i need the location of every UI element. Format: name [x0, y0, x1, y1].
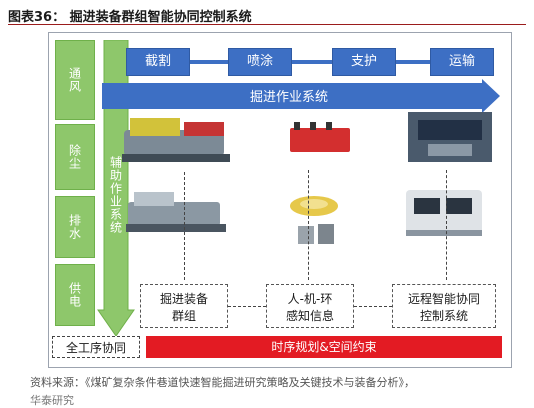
dash-link-2	[354, 306, 392, 307]
bottom-box-remote-control: 远程智能协同 控制系统	[392, 284, 496, 328]
top-box-cutting: 截割	[126, 48, 190, 76]
top-box-spraying: 喷涂	[228, 48, 292, 76]
top-box-transport: 运输	[430, 48, 494, 76]
left-box-drainage: 排水	[55, 196, 95, 258]
sensor-valve-image	[290, 122, 350, 152]
connector-2	[292, 60, 332, 64]
perception-line2: 感知信息	[285, 309, 334, 323]
connector-3	[396, 60, 430, 64]
main-system-label: 掘进作业系统	[250, 90, 329, 105]
main-system-arrow	[102, 79, 500, 113]
control-room-image	[408, 112, 492, 162]
motor-image	[298, 224, 334, 244]
connector-1	[190, 60, 228, 64]
bolter-image	[126, 192, 226, 232]
remote-control-line1: 远程智能协同	[407, 292, 480, 306]
source-line-1: 资料来源：《煤矿复杂条件巷道快速智能掘进研究策略及关键技术与装备分析》，	[30, 376, 415, 389]
equipment-group-line1: 掘进装备	[159, 292, 208, 306]
timing-constraint-bar: 时序规划&空间约束	[146, 336, 502, 358]
control-cabin-image	[406, 190, 482, 236]
auxiliary-system-label: 辅助作业系统	[108, 156, 123, 234]
bottom-box-perception: 人-机-环 感知信息	[266, 284, 354, 328]
title-divider	[8, 24, 526, 25]
roadheader-image	[122, 118, 230, 162]
left-box-ventilation: 通风	[55, 40, 95, 120]
dash-link-1	[228, 306, 266, 307]
left-box-dust: 除尘	[55, 124, 95, 190]
sensor-disk-image	[290, 196, 338, 216]
top-box-support: 支护	[332, 48, 396, 76]
remote-control-line2: 控制系统	[419, 309, 468, 323]
dash-line-center	[308, 170, 309, 280]
figure-title: 图表36： 掘进装备群组智能协同控制系统	[8, 10, 252, 25]
all-process-box: 全工序协同	[52, 336, 140, 358]
dash-line-right	[446, 170, 447, 280]
source-line-2: 华泰研究	[30, 394, 74, 407]
dash-line-left	[184, 172, 185, 280]
perception-line1: 人-机-环	[287, 292, 333, 306]
bottom-box-equipment-group: 掘进装备 群组	[140, 284, 228, 328]
left-box-power: 供电	[55, 264, 95, 326]
equipment-group-line2: 群组	[171, 309, 196, 323]
